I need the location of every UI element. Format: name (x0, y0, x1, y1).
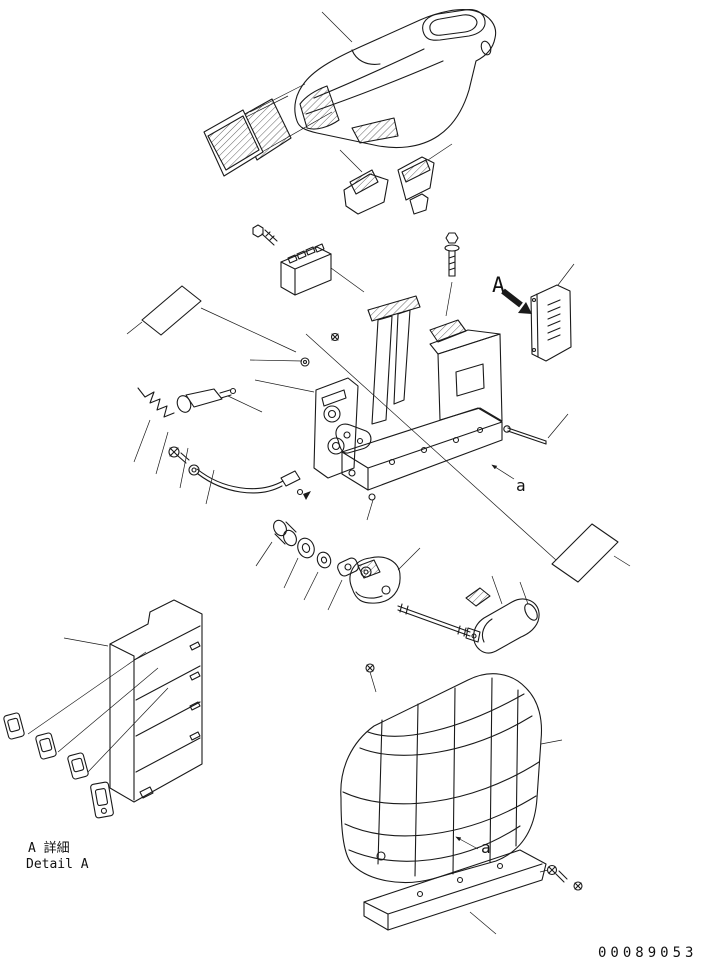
side-cover-panel (109, 599, 203, 803)
terminal-block (252, 224, 332, 296)
part-number: 00089053 (598, 945, 697, 961)
view-a-label: A (492, 273, 505, 297)
blank-plate-left (141, 285, 202, 336)
detail-a-caption: A 詳細 Detail A (26, 840, 89, 872)
main-frame (300, 295, 503, 501)
console-top-cover (294, 9, 497, 149)
pin-marker-group: a (491, 464, 526, 495)
detail-caption-jp: A 詳細 (28, 840, 70, 856)
mount-brackets (343, 156, 435, 215)
mounting-screws (546, 864, 583, 891)
locking-pin (503, 425, 547, 445)
lever-assembly (349, 556, 540, 673)
leader-lines (27, 11, 631, 935)
plate-marker-label: a (481, 838, 491, 857)
mounting-clips (3, 712, 114, 819)
vertical-bolt (444, 232, 460, 277)
blank-plate-right (551, 523, 619, 583)
upper-side-plates (203, 98, 292, 177)
detail-caption-en: Detail A (26, 857, 89, 872)
spring-valve-cable (137, 387, 311, 500)
bottom-plate (363, 849, 547, 931)
plate-marker-group: a (455, 836, 491, 857)
view-a-marker: A (492, 273, 532, 314)
washer-set (273, 519, 359, 577)
pin-marker-label: a (516, 476, 526, 495)
controller-unit (530, 284, 572, 362)
console-lower-body (340, 673, 543, 884)
view-a-arrow (501, 288, 523, 308)
